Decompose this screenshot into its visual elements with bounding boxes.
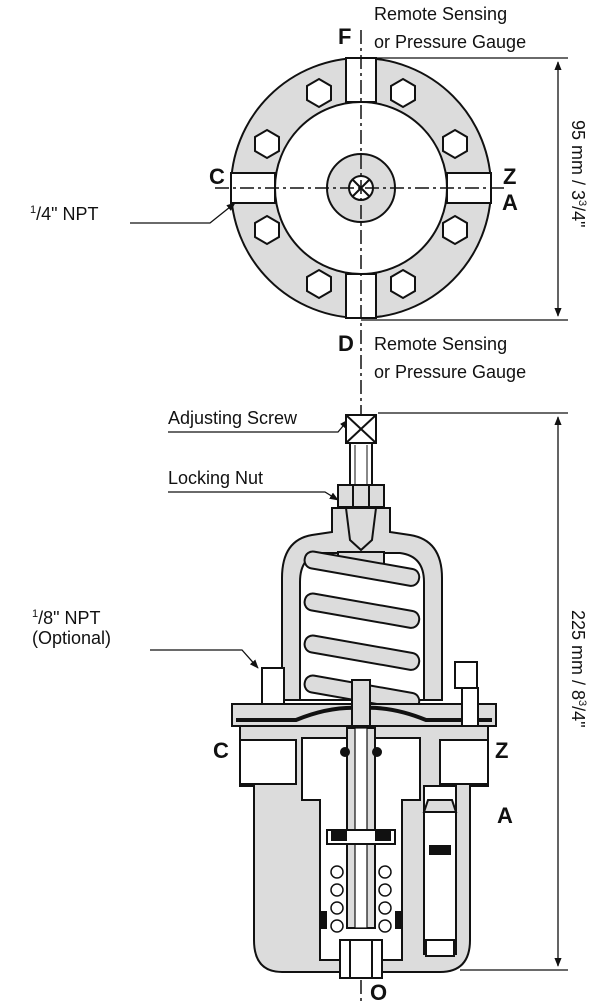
dim-bot-main: 225 mm / 8	[568, 610, 588, 701]
locking-nut	[337, 484, 385, 508]
bolt-heads	[254, 77, 468, 300]
relief-valve	[423, 785, 457, 955]
port-c	[239, 739, 297, 785]
locking-nut-label: Locking Nut	[168, 468, 264, 488]
optional-label: (Optional)	[32, 628, 112, 648]
dimension-bottom-text: 225 mm / 83/4"	[567, 610, 588, 728]
dim-top-end: "	[568, 221, 588, 228]
stem-top	[351, 679, 371, 731]
port-f-label: F	[338, 24, 352, 49]
npt-quarter-text: /4" NPT	[36, 204, 99, 224]
port-c-bottom-label: C	[213, 738, 229, 763]
port-a-bottom-label: A	[497, 803, 513, 828]
bolt-right	[454, 661, 478, 689]
npt-eighth-label: 1/8" NPT	[32, 604, 101, 628]
dimension-top-text: 95 mm / 33/4"	[567, 120, 588, 228]
lower-spring	[330, 865, 392, 933]
port-z-bottom-label: Z	[495, 738, 509, 763]
dim-top-frac: /4	[568, 206, 588, 222]
remote-sensing-top-line1: Remote Sensing	[374, 4, 508, 24]
side-view	[231, 414, 497, 979]
screw-shaft	[349, 442, 373, 486]
port-d-label: D	[338, 331, 354, 356]
npt-quarter-numerator: 1	[30, 204, 37, 216]
dim-bot-end: "	[568, 721, 588, 728]
dim-top-main: 95 mm / 3	[568, 120, 588, 201]
npt-quarter-label: 1/4" NPT	[30, 200, 99, 224]
leader-lines	[130, 202, 349, 669]
port-o-label: O	[370, 980, 388, 1005]
npt-eighth-text: /8" NPT	[38, 608, 101, 628]
port-a-top-label: A	[502, 190, 518, 215]
port-z	[439, 739, 489, 785]
remote-sensing-top-line2: or Pressure Gauge	[374, 32, 527, 52]
bottom-plug	[339, 939, 383, 979]
spring	[303, 550, 421, 711]
remote-sensing-bottom-line1: Remote Sensing	[374, 334, 508, 354]
gauge-port-boss	[261, 667, 285, 705]
dimension-lines	[361, 57, 568, 971]
remote-sensing-bottom-line2: or Pressure Gauge	[374, 362, 527, 382]
npt-eighth-numerator: 1	[32, 608, 39, 620]
dim-bot-frac: /4	[568, 706, 588, 722]
adjusting-screw-label: Adjusting Screw	[168, 408, 298, 428]
port-c-top-label: C	[209, 164, 225, 189]
port-z-top-label: Z	[503, 164, 517, 189]
